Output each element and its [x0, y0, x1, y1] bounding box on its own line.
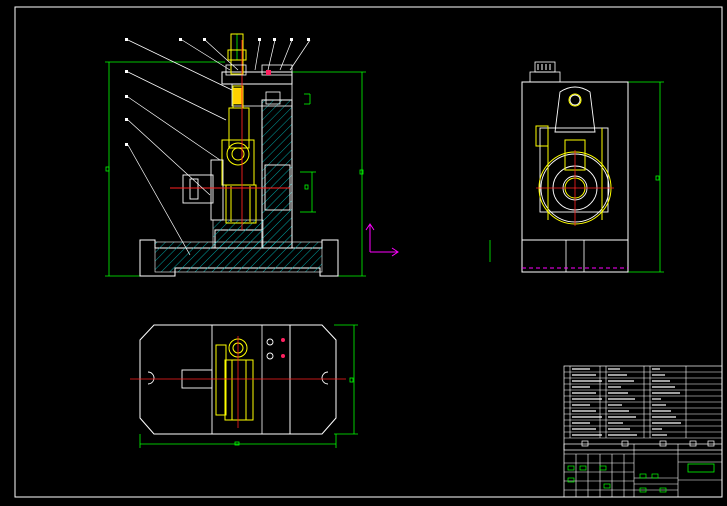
leader-lines	[127, 39, 311, 256]
drawing-border	[14, 6, 723, 498]
drill-bushing	[221, 33, 257, 224]
body-column	[261, 99, 293, 249]
top-centerlines	[130, 336, 346, 428]
front-dimension-lines	[105, 34, 366, 277]
side-view	[489, 61, 664, 273]
part-number-marks	[125, 38, 310, 146]
front-centerlines	[170, 40, 290, 230]
front-section-view	[105, 33, 399, 277]
top-yellow-parts	[215, 338, 254, 421]
ucs-icon[interactable]	[365, 223, 399, 257]
side-yellow-parts	[535, 93, 612, 225]
parts-list	[563, 365, 723, 451]
top-view	[130, 324, 358, 448]
workpiece	[182, 159, 291, 221]
top-dimension-lines	[139, 324, 358, 448]
title-block	[563, 443, 723, 498]
side-dimension-lines	[489, 81, 664, 273]
